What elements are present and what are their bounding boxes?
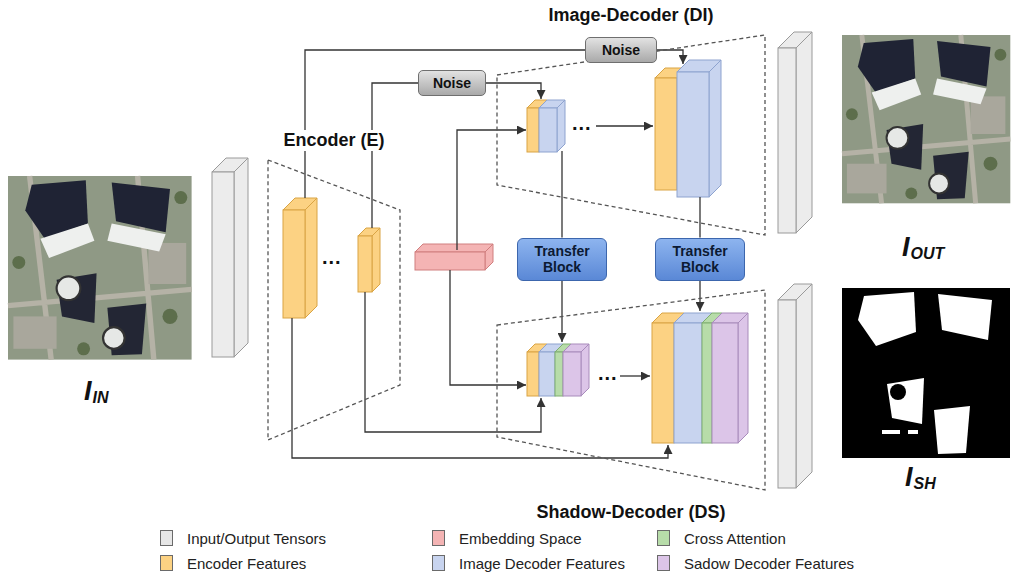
legend-text: Encoder Features xyxy=(187,555,306,572)
ellipsis: ... xyxy=(598,362,618,385)
image-symbol: I xyxy=(905,462,913,493)
shadow-mask xyxy=(842,288,1010,458)
region-outline xyxy=(497,290,765,490)
output-tensor xyxy=(778,284,812,488)
legend-swatch xyxy=(432,555,445,571)
output-image xyxy=(842,35,1010,203)
dashed-outline xyxy=(497,35,765,235)
box-label: Transfer Block xyxy=(524,243,600,275)
noise-box: Noise xyxy=(585,37,657,63)
legend-text: Input/Output Tensors xyxy=(187,530,326,547)
input-tensor xyxy=(212,158,248,357)
legend-swatch xyxy=(657,555,670,571)
connector xyxy=(657,50,683,64)
subscript: SH xyxy=(914,475,936,493)
shadow-decoder-features xyxy=(527,313,748,443)
legend-text: Cross Attention xyxy=(684,530,786,547)
legend-entry: Input/Output Tensors xyxy=(160,528,326,548)
connector xyxy=(561,151,562,238)
output-tensor xyxy=(778,32,812,233)
dashed-outline xyxy=(268,160,400,440)
connector xyxy=(372,83,418,228)
encoder-feature xyxy=(358,228,380,292)
region-heading: Image-Decoder (DI) xyxy=(545,5,716,26)
connector xyxy=(699,197,700,238)
connector xyxy=(365,292,541,432)
transfer-block: Transfer Block xyxy=(517,238,607,281)
embedding-space xyxy=(415,244,493,270)
ellipsis: ... xyxy=(322,246,342,269)
region-outline xyxy=(268,160,400,440)
image-decoder-region: Image-Decoder (DI) xyxy=(497,35,765,235)
ellipsis: ... xyxy=(572,112,592,135)
input-image xyxy=(8,176,192,360)
transfer-block: Transfer Block xyxy=(655,238,745,281)
legend-entry: Image Decoder Features xyxy=(432,553,625,573)
box-label: Noise xyxy=(602,42,640,58)
legend-entry: Encoder Features xyxy=(160,553,306,573)
region-heading: Shadow-Decoder (DS) xyxy=(533,502,728,523)
legend-swatch xyxy=(657,530,670,546)
image-decoder-features xyxy=(527,60,721,197)
legend-entry: Embedding Space xyxy=(432,528,582,548)
legend-text: Image Decoder Features xyxy=(459,555,625,572)
encoder-region: Encoder (E) xyxy=(268,160,400,440)
region-outline xyxy=(497,35,765,235)
legend-entry: Cross Attention xyxy=(657,528,786,548)
box-label: Noise xyxy=(433,75,471,91)
legend-text: Embedding Space xyxy=(459,530,582,547)
dashed-outline xyxy=(497,290,765,490)
encoder-feature xyxy=(283,198,317,318)
connector xyxy=(305,50,585,198)
box-label: Transfer Block xyxy=(662,243,738,275)
connector xyxy=(699,281,700,312)
subscript: OUT xyxy=(911,245,945,263)
image-symbol: I xyxy=(902,232,910,263)
connector xyxy=(486,83,541,99)
connector xyxy=(292,318,668,458)
region-heading: Encoder (E) xyxy=(280,130,387,151)
legend-swatch xyxy=(160,555,173,571)
connector xyxy=(561,281,562,343)
subscript: IN xyxy=(93,389,109,407)
image-symbol: I xyxy=(84,376,92,407)
legend-text: Sadow Decoder Features xyxy=(684,555,854,572)
flow-line xyxy=(450,126,653,385)
legend-swatch xyxy=(160,530,173,546)
shadow-decoder-region: Shadow-Decoder (DS) xyxy=(497,290,765,490)
legend-entry: Sadow Decoder Features xyxy=(657,553,854,573)
legend-swatch xyxy=(432,530,445,546)
noise-box: Noise xyxy=(418,70,486,96)
